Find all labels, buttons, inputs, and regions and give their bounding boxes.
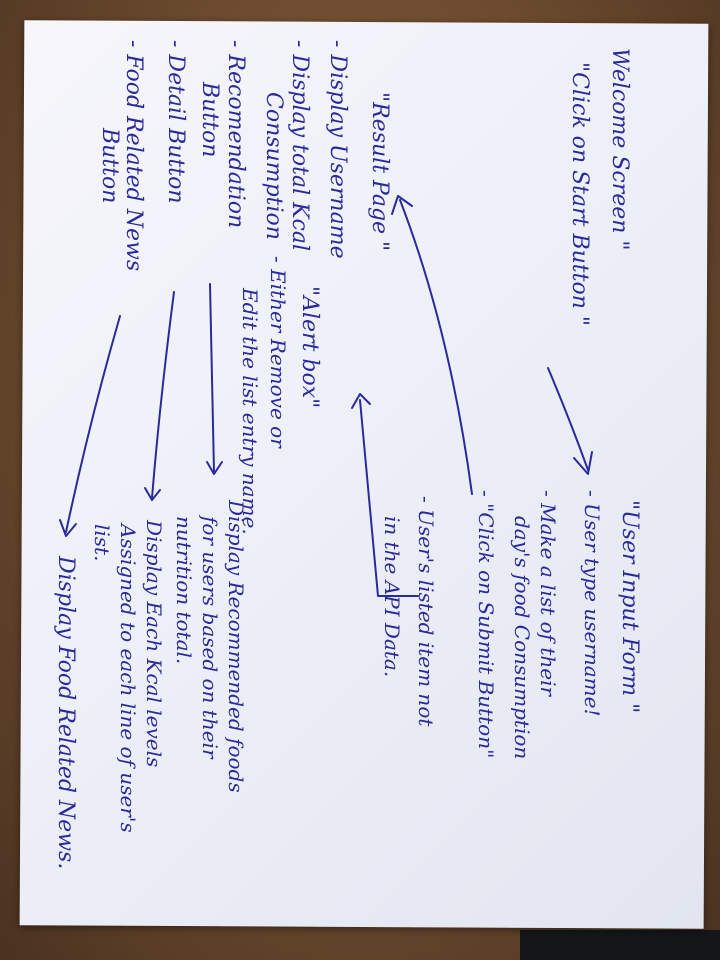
display-food-news-text: Display Food Related News. bbox=[53, 556, 78, 870]
food-news-text: - Food Related News bbox=[121, 40, 146, 272]
recommendation-button-text: Button bbox=[197, 82, 222, 158]
click-start-text: "Click on Start Button " bbox=[567, 62, 592, 326]
days-food-text: day's food Consumption bbox=[510, 516, 534, 760]
user-type-text: - User type username! bbox=[580, 490, 604, 717]
welcome-screen-text: Welcome Screen " bbox=[607, 48, 632, 251]
display-each-kcal-text: Display Each Kcal levels bbox=[142, 520, 166, 768]
floor-corner bbox=[520, 930, 720, 960]
users-listed-text: - User's listed item not bbox=[414, 496, 438, 727]
nutrition-total-text: nutrition total. bbox=[172, 516, 196, 665]
assigned-to-text: Assigned to each line of user's bbox=[116, 524, 140, 833]
recommendation-text: - Recomendation bbox=[223, 40, 248, 229]
food-news-button-text: Button bbox=[97, 128, 122, 204]
display-recommended-text: Display Recommended foods bbox=[224, 500, 248, 793]
make-list-text: - Make a list of their bbox=[536, 490, 560, 697]
in-api-text: in the API Data. bbox=[380, 516, 404, 678]
list-text: list. bbox=[90, 524, 114, 562]
result-page-text: "Result Page " bbox=[367, 92, 392, 252]
display-username-text: - Display Username bbox=[325, 40, 350, 259]
alert-box-text: "Alert box" bbox=[297, 286, 322, 409]
user-input-form-text: "User Input Form " bbox=[617, 500, 642, 714]
for-users-text: for users based on their bbox=[198, 516, 222, 759]
click-submit-text: - "Click on Submit Button" bbox=[474, 490, 498, 759]
detail-button-text: - Detail Button bbox=[163, 40, 188, 204]
alert-remove-text: - Either Remove or bbox=[266, 256, 290, 448]
alert-edit-text: Edit the list entry name. bbox=[238, 288, 262, 535]
consumption-text: Consumption bbox=[261, 92, 286, 240]
display-total-kcal-text: - Display total Kcal bbox=[287, 40, 312, 252]
